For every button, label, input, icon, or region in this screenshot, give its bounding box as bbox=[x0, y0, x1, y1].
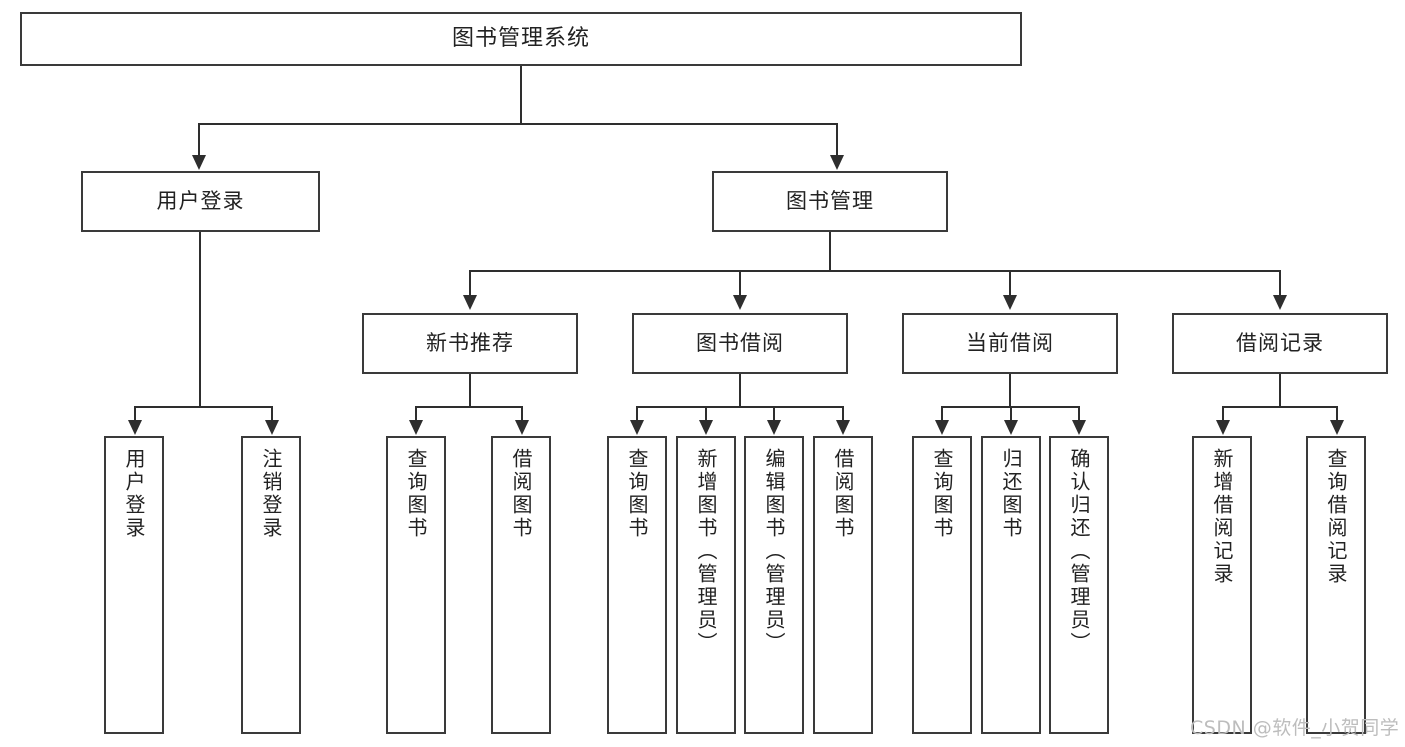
connector-book-borrow-to-leaf-2 bbox=[705, 406, 707, 422]
leaf-new-book-borrow[interactable]: 借阅图书 bbox=[491, 436, 551, 734]
connector-root-bar bbox=[198, 123, 837, 125]
arrow-book-mgmt-to-current-borrow bbox=[1003, 295, 1017, 310]
arrow-root-to-user-login bbox=[192, 155, 206, 170]
connector-root-to-book-mgmt bbox=[836, 123, 838, 156]
arrow-book-mgmt-to-borrow-record bbox=[1273, 295, 1287, 310]
node-label: 查询图书 bbox=[930, 448, 954, 540]
connector-borrow-record-to-leaf-2 bbox=[1336, 406, 1338, 422]
leaf-book-borrow-add[interactable]: 新增图书（管理员） bbox=[676, 436, 736, 734]
arrow-new-book-to-leaf-2 bbox=[515, 420, 529, 435]
leaf-borrow-record-query[interactable]: 查询借阅记录 bbox=[1306, 436, 1366, 734]
connector-root-stem bbox=[520, 66, 522, 124]
leaf-current-borrow-confirm-return[interactable]: 确认归还（管理员） bbox=[1049, 436, 1109, 734]
arrow-book-mgmt-to-new-book bbox=[463, 295, 477, 310]
arrow-book-borrow-to-leaf-2 bbox=[699, 420, 713, 435]
connector-book-borrow-to-leaf-3 bbox=[773, 406, 775, 422]
arrow-current-borrow-to-leaf-2 bbox=[1004, 420, 1018, 435]
node-new-book-recommend[interactable]: 新书推荐 bbox=[362, 313, 578, 374]
node-label: 新书推荐 bbox=[426, 331, 514, 356]
node-label: 查询借阅记录 bbox=[1324, 448, 1348, 586]
arrow-new-book-to-leaf-1 bbox=[409, 420, 423, 435]
node-label: 查询图书 bbox=[404, 448, 428, 540]
connector-user-login-stem bbox=[199, 232, 201, 408]
csdn-watermark: CSDN @软件_小贺同学 bbox=[1190, 717, 1400, 739]
node-current-borrow[interactable]: 当前借阅 bbox=[902, 313, 1118, 374]
connector-book-borrow-to-leaf-1 bbox=[636, 406, 638, 422]
arrow-book-borrow-to-leaf-3 bbox=[767, 420, 781, 435]
connector-user-login-to-leaf-1 bbox=[134, 406, 136, 422]
connector-book-borrow-to-leaf-4 bbox=[842, 406, 844, 422]
leaf-book-borrow-query[interactable]: 查询图书 bbox=[607, 436, 667, 734]
connector-current-borrow-to-leaf-1 bbox=[941, 406, 943, 422]
node-label: 当前借阅 bbox=[966, 331, 1054, 356]
leaf-book-borrow-edit[interactable]: 编辑图书（管理员） bbox=[744, 436, 804, 734]
connector-book-mgmt-to-borrow-record bbox=[1279, 270, 1281, 297]
node-borrow-record[interactable]: 借阅记录 bbox=[1172, 313, 1388, 374]
connector-new-book-bar bbox=[415, 406, 521, 408]
node-label: 借阅图书 bbox=[831, 448, 855, 540]
leaf-user-login-login[interactable]: 用户登录 bbox=[104, 436, 164, 734]
arrow-book-mgmt-to-book-borrow bbox=[733, 295, 747, 310]
node-label: 用户登录 bbox=[122, 448, 146, 540]
connector-borrow-record-bar bbox=[1222, 406, 1336, 408]
node-label: 注销登录 bbox=[259, 448, 283, 540]
node-label: 用户登录 bbox=[156, 189, 245, 214]
arrow-book-borrow-to-leaf-1 bbox=[630, 420, 644, 435]
arrow-borrow-record-to-leaf-2 bbox=[1330, 420, 1344, 435]
node-root-system[interactable]: 图书管理系统 bbox=[20, 12, 1022, 66]
node-label: 查询图书 bbox=[625, 448, 649, 540]
connector-new-book-to-leaf-1 bbox=[415, 406, 417, 422]
node-label: 图书借阅 bbox=[696, 331, 784, 356]
arrow-book-borrow-to-leaf-4 bbox=[836, 420, 850, 435]
connector-borrow-record-to-leaf-1 bbox=[1222, 406, 1224, 422]
arrow-current-borrow-to-leaf-1 bbox=[935, 420, 949, 435]
leaf-book-borrow-borrow[interactable]: 借阅图书 bbox=[813, 436, 873, 734]
connector-book-mgmt-to-book-borrow bbox=[739, 270, 741, 297]
leaf-new-book-query[interactable]: 查询图书 bbox=[386, 436, 446, 734]
node-label: 图书管理 bbox=[786, 189, 874, 214]
connector-new-book-to-leaf-2 bbox=[521, 406, 523, 422]
connector-book-borrow-stem bbox=[739, 374, 741, 408]
arrow-user-login-to-leaf-2 bbox=[265, 420, 279, 435]
node-label: 借阅记录 bbox=[1236, 331, 1324, 356]
arrow-root-to-book-mgmt bbox=[830, 155, 844, 170]
connector-user-login-bar bbox=[134, 406, 271, 408]
node-label: 借阅图书 bbox=[509, 448, 533, 540]
connector-current-borrow-stem bbox=[1009, 374, 1011, 408]
connector-current-borrow-to-leaf-3 bbox=[1078, 406, 1080, 422]
leaf-borrow-record-add[interactable]: 新增借阅记录 bbox=[1192, 436, 1252, 734]
leaf-user-login-logout[interactable]: 注销登录 bbox=[241, 436, 301, 734]
connector-book-mgmt-to-new-book bbox=[469, 270, 471, 297]
node-label: 归还图书 bbox=[999, 448, 1023, 540]
connector-book-borrow-bar bbox=[636, 406, 843, 408]
connector-book-mgmt-to-current-borrow bbox=[1009, 270, 1011, 297]
arrow-user-login-to-leaf-1 bbox=[128, 420, 142, 435]
node-label: 确认归还（管理员） bbox=[1067, 448, 1091, 655]
node-label: 编辑图书（管理员） bbox=[762, 448, 786, 655]
connector-book-mgmt-stem bbox=[829, 232, 831, 271]
arrow-borrow-record-to-leaf-1 bbox=[1216, 420, 1230, 435]
leaf-current-borrow-query[interactable]: 查询图书 bbox=[912, 436, 972, 734]
connector-current-borrow-to-leaf-2 bbox=[1010, 406, 1012, 422]
arrow-current-borrow-to-leaf-3 bbox=[1072, 420, 1086, 435]
node-book-management[interactable]: 图书管理 bbox=[712, 171, 948, 232]
leaf-current-borrow-return[interactable]: 归还图书 bbox=[981, 436, 1041, 734]
node-book-borrow[interactable]: 图书借阅 bbox=[632, 313, 848, 374]
connector-book-mgmt-bar bbox=[469, 270, 1281, 272]
node-label: 新增借阅记录 bbox=[1210, 448, 1234, 586]
connector-user-login-to-leaf-2 bbox=[271, 406, 273, 422]
connector-root-to-user-login bbox=[198, 123, 200, 156]
connector-new-book-stem bbox=[469, 374, 471, 408]
node-user-login[interactable]: 用户登录 bbox=[81, 171, 320, 232]
node-label: 新增图书（管理员） bbox=[694, 448, 718, 655]
node-label: 图书管理系统 bbox=[451, 26, 590, 52]
connector-borrow-record-stem bbox=[1279, 374, 1281, 408]
